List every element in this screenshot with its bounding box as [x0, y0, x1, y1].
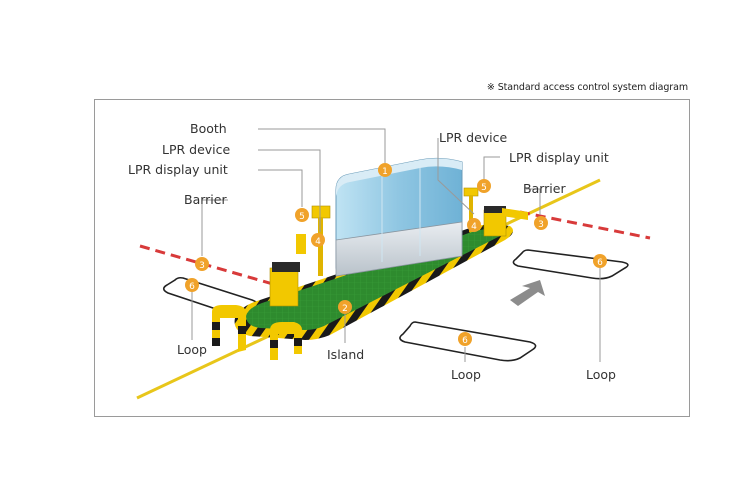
label-loop-left: Loop — [177, 342, 207, 357]
marker-barrier-left-text: 3 — [199, 261, 205, 271]
marker-lpr-device-right — [467, 218, 481, 232]
label-barrier-right: Barrier — [523, 181, 566, 196]
label-island: Island — [327, 347, 365, 362]
marker-barrier-right-text: 3 — [538, 220, 544, 230]
barrier-arm-left — [139, 244, 281, 288]
marker-lpr-device-left — [311, 233, 325, 247]
lpr-unit-left — [269, 205, 331, 307]
marker-lpr-display-right-text: 5 — [481, 183, 487, 193]
marker-loop-left — [185, 278, 199, 292]
label-lpr-display-left: LPR display unit — [128, 162, 228, 177]
label-lpr-device-right: LPR device — [439, 130, 508, 145]
label-loop-right: Loop — [586, 367, 616, 382]
label-lpr-device-left: LPR device — [162, 142, 231, 157]
marker-lpr-display-right — [477, 179, 491, 193]
marker-lpr-display-left-text: 5 — [299, 212, 305, 222]
diagram-caption: ※ Standard access control system diagram — [486, 82, 688, 93]
marker-island-text: 2 — [342, 304, 348, 314]
marker-lpr-display-left — [295, 208, 309, 222]
loop-right-shape — [512, 249, 629, 280]
label-booth: Booth — [190, 121, 227, 136]
booth — [335, 157, 463, 277]
marker-loop-right-text: 6 — [597, 258, 603, 268]
marker-loop-center-text: 6 — [462, 336, 468, 346]
label-lpr-display-right: LPR display unit — [509, 150, 609, 165]
loop-center-shape — [399, 321, 537, 362]
marker-barrier-left — [195, 257, 209, 271]
leader-lines — [191, 128, 601, 362]
bollards-left — [212, 305, 302, 360]
marker-barrier-right — [534, 216, 548, 230]
marker-loop-right — [593, 254, 607, 268]
markers: 1 2 3 3 4 4 5 5 6 6 6 — [185, 163, 607, 346]
marker-loop-left-text: 6 — [189, 282, 195, 292]
marker-booth — [378, 163, 392, 177]
direction-arrow-icon — [510, 280, 545, 306]
marker-lpr-device-left-text: 4 — [315, 237, 321, 247]
marker-island — [338, 300, 352, 314]
marker-lpr-device-right-text: 4 — [471, 222, 477, 232]
marker-booth-text: 1 — [382, 167, 388, 177]
label-loop-center: Loop — [451, 367, 481, 382]
label-barrier-left: Barrier — [184, 192, 227, 207]
lpr-unit-right — [463, 187, 528, 237]
marker-loop-center — [458, 332, 472, 346]
